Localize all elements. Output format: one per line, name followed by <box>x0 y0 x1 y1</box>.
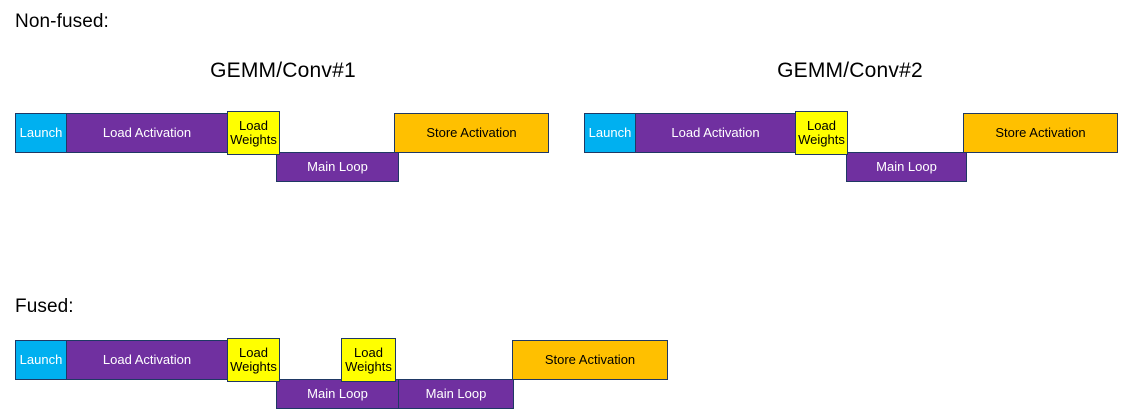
bar-store-activation[interactable]: Store Activation <box>512 340 668 380</box>
fused-section-label: Fused: <box>15 296 74 317</box>
bar-launch[interactable]: Launch <box>15 113 67 153</box>
kernel-title-gemm-conv-1: GEMM/Conv#1 <box>210 59 356 82</box>
bar-load-activation[interactable]: Load Activation <box>66 340 228 380</box>
bar-main-loop[interactable]: Main Loop <box>276 152 399 182</box>
kernel-title-gemm-conv-2: GEMM/Conv#2 <box>777 59 923 82</box>
bar-load-activation[interactable]: Load Activation <box>66 113 228 153</box>
bar-launch[interactable]: Launch <box>584 113 636 153</box>
bar-load-weights[interactable]: Load Weights <box>795 111 848 155</box>
bar-main-loop-1[interactable]: Main Loop <box>276 379 399 409</box>
bar-store-activation[interactable]: Store Activation <box>963 113 1118 153</box>
bar-launch[interactable]: Launch <box>15 340 67 380</box>
bar-load-weights-1[interactable]: Load Weights <box>227 338 280 382</box>
bar-load-activation[interactable]: Load Activation <box>635 113 796 153</box>
bar-load-weights-2[interactable]: Load Weights <box>341 338 396 382</box>
bar-load-weights[interactable]: Load Weights <box>227 111 280 155</box>
bar-main-loop[interactable]: Main Loop <box>846 152 967 182</box>
bar-store-activation[interactable]: Store Activation <box>394 113 549 153</box>
nonfused-section-label: Non-fused: <box>15 11 109 32</box>
bar-main-loop-2[interactable]: Main Loop <box>398 379 514 409</box>
